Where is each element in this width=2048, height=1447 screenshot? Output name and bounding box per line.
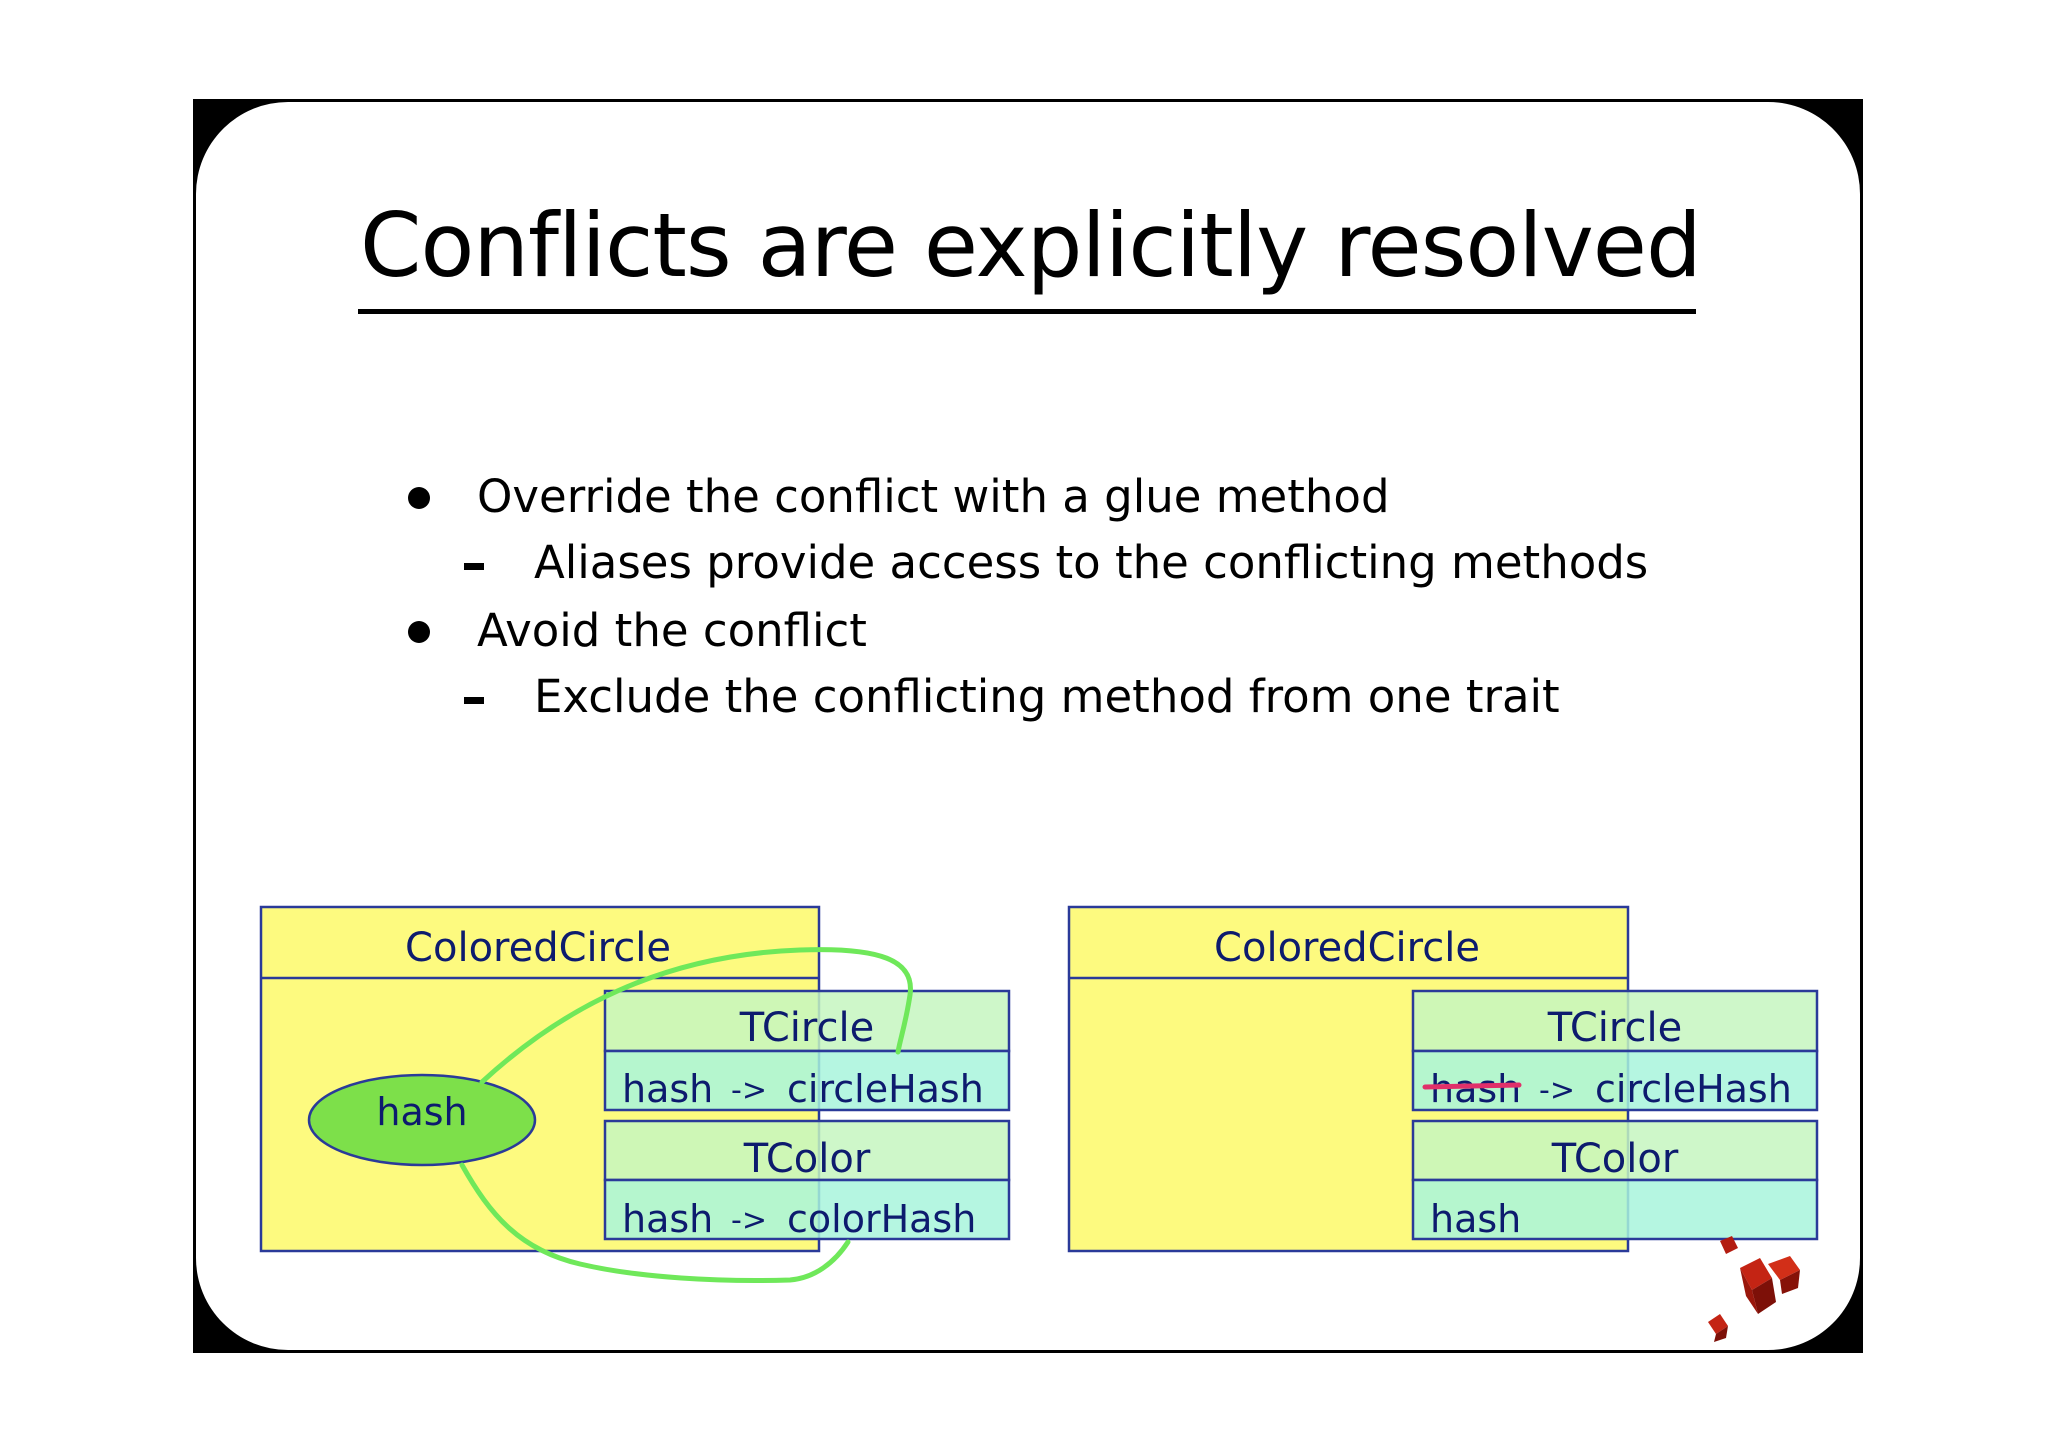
right-trait1-arrow: -> bbox=[1539, 1073, 1575, 1108]
right-trait1-header bbox=[1411, 989, 1819, 1053]
bullet-item-2: Avoid the conflict bbox=[477, 604, 867, 657]
right-trait2-body bbox=[1411, 1178, 1819, 1241]
left-trait2-arrow: -> bbox=[731, 1203, 767, 1238]
right-class-name: ColoredCircle bbox=[1214, 925, 1480, 971]
left-trait2-method: hash bbox=[622, 1197, 713, 1241]
title-underline bbox=[358, 309, 1696, 314]
left-trait1-name: TCircle bbox=[739, 1005, 874, 1051]
right-trait2-header bbox=[1411, 1119, 1819, 1182]
bullet-dot-icon bbox=[408, 487, 430, 509]
left-class-name: ColoredCircle bbox=[405, 925, 671, 971]
left-trait1-alias: circleHash bbox=[787, 1067, 984, 1111]
bullet-item-1: Override the conflict with a glue method bbox=[477, 470, 1390, 523]
sub-bullet-item-2: Exclude the conflicting method from one … bbox=[534, 670, 1560, 723]
right-trait1-name: TCircle bbox=[1547, 1005, 1682, 1051]
dash-marker-icon bbox=[464, 697, 484, 704]
right-diagram: ColoredCircle TCircle hash -> circleHash… bbox=[1067, 905, 1819, 1253]
right-trait2-name: TColor bbox=[1551, 1136, 1679, 1182]
left-trait1-method: hash bbox=[622, 1067, 713, 1111]
annotation-line-color bbox=[459, 1162, 851, 1283]
cubes-logo-icon bbox=[1708, 1236, 1800, 1342]
left-diagram: ColoredCircle TCircle hash -> circleHash… bbox=[259, 905, 1011, 1283]
sub-bullet-item-1: Aliases provide access to the conflictin… bbox=[534, 536, 1649, 589]
right-trait1-body bbox=[1411, 1049, 1819, 1112]
slide-title: Conflicts are explicitly resolved bbox=[360, 194, 1702, 297]
right-trait2-method: hash bbox=[1430, 1197, 1521, 1241]
left-trait2-alias: colorHash bbox=[787, 1197, 976, 1241]
right-trait1-alias: circleHash bbox=[1595, 1067, 1792, 1111]
left-trait2-name: TColor bbox=[743, 1136, 871, 1182]
left-trait2-header bbox=[603, 1119, 1011, 1182]
left-trait1-arrow: -> bbox=[731, 1073, 767, 1108]
glue-method-label: hash bbox=[376, 1090, 467, 1134]
annotation-line-circle bbox=[479, 947, 913, 1085]
glue-method-ellipse bbox=[307, 1073, 537, 1167]
left-trait2-body bbox=[603, 1178, 1011, 1241]
left-trait1-body bbox=[603, 1049, 1011, 1112]
bullet-dot-icon bbox=[408, 621, 430, 643]
dash-marker-icon bbox=[464, 563, 484, 570]
strike-through-line bbox=[1422, 1082, 1522, 1090]
